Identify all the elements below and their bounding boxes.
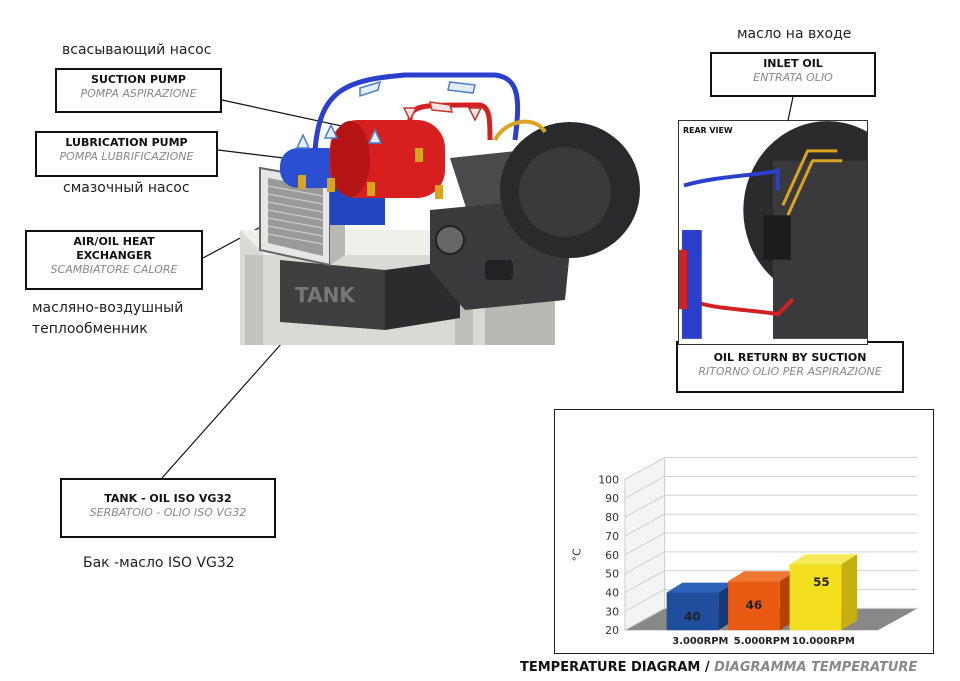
ru-tank-label: Бак -масло ISO VG32 [83,555,235,571]
y-tick-label: 100 [598,473,619,486]
rear-view-title: REAR VIEW [683,126,733,135]
callout-suction-pump-it: POMPA ASPIRAZIONE [80,87,197,100]
gridline [624,513,918,537]
callout-lubrication-pump: LUBRICATION PUMP POMPA LUBRIFICAZIONE [35,131,218,177]
rear-view-inset: REAR VIEW [678,120,868,345]
callout-lubrication-pump-it: POMPA LUBRIFICAZIONE [59,150,194,163]
motor-terminal-box [485,260,513,280]
ru-inlet-oil-label: масло на входе [737,26,852,42]
gridline [624,494,918,518]
bar [789,564,842,631]
bar [728,581,780,631]
gridline [624,457,918,480]
gridline [624,532,918,556]
flow-arrow-icon [295,133,311,149]
brass-pipe [493,119,547,142]
gridline [624,475,918,499]
bar [666,592,719,631]
rear-pump [763,215,791,260]
bar-value-label: 55 [813,575,830,589]
flywheel-center [519,147,611,237]
callout-oil-return-it: RITORNO OLIO PER ASPIRAZIONE [698,365,882,378]
chart-layer: 20 30 40 50 60 70 80 90 100 °C 40 3.000RPM 46 5.000RP… [570,456,918,647]
tank-front [280,260,385,330]
x-tick-label: 5.000RPM [734,636,790,647]
callout-inlet-oil: INLET OIL ENTRATA OLIO [710,52,876,97]
y-tick-label: 70 [605,530,619,543]
tank-stamp: TANK [295,283,356,307]
rear-blue-pipe [683,168,780,191]
callout-suction-pump: SUCTION PUMP POMPA ASPIRAZIONE [55,68,222,113]
base-leg-left [245,255,263,345]
rear-blue-pump [681,230,702,339]
y-tick-label: 90 [605,492,619,505]
y-tick-label: 30 [605,605,619,618]
bar-top [728,571,796,582]
callout-inlet-oil-en: INLET OIL [763,57,823,70]
flow-arrow-icon [367,128,383,144]
bar-top [789,554,858,565]
callout-tank: TANK - OIL ISO VG32 SERBATOIO - OLIO ISO… [60,478,276,538]
callout-heat-exchanger: AIR/OIL HEAT EXCHANGER SCAMBIATORE CALOR… [25,230,203,290]
callout-oil-return: OIL RETURN BY SUCTION RITORNO OLIO PER A… [676,341,904,393]
y-axis-label: °C [570,548,583,561]
rear-red-pump [679,249,687,310]
y-tick-label: 20 [605,624,619,637]
callout-lubrication-pump-en: LUBRICATION PUMP [65,136,188,149]
rear-brass-pipes [781,149,843,216]
heat-exchanger-grille [268,178,323,256]
callout-suction-pump-en: SUCTION PUMP [91,73,186,86]
x-tick-label: 10.000RPM [792,636,855,647]
chart-caption-main: TEMPERATURE DIAGRAM / [520,660,715,675]
machine-illustration: TANK [240,72,640,345]
callout-heat-exchanger-it: SCAMBIATORE CALORE [50,263,178,276]
blue-pipe [312,72,521,151]
gridline [624,551,918,575]
chart-caption-italic: DIAGRAMMA TEMPERATURE [714,660,918,675]
ru-suction-pump-label: всасывающий насос [62,42,212,58]
flow-arrow-icon [359,80,382,98]
suction-pump-end [330,121,370,197]
y-tick-label: 50 [605,568,619,581]
flow-arrow-icon [402,107,418,122]
flow-arrow-icon [428,101,454,113]
y-tick-label: 80 [605,511,619,524]
brass-fittings [298,148,443,199]
ru-heat-exchanger-label-1: масляно-воздушный [32,300,184,316]
ru-lubrication-pump-label: смазочный насос [63,180,190,196]
callout-inlet-oil-it: ENTRATA OLIO [753,71,833,84]
y-tick-label: 40 [605,586,619,599]
callout-heat-exchanger-en-1: AIR/OIL HEAT [73,235,155,248]
bar-value-label: 46 [746,598,763,612]
callout-heat-exchanger-en-2: EXCHANGER [76,249,152,262]
ru-heat-exchanger-label-2: теплообменник [32,321,148,337]
motor-logo-icon [435,225,465,255]
callout-oil-return-en: OIL RETURN BY SUCTION [713,351,867,364]
y-tick-label: 60 [605,549,619,562]
bar-side [841,554,858,631]
callout-tank-en: TANK - OIL ISO VG32 [104,492,232,505]
flow-arrow-icon [447,81,476,94]
flow-arrow-icon [323,123,339,139]
bar-top [666,582,735,593]
flow-arrow-icon [467,107,483,122]
callout-tank-it: SERBATOIO - OLIO ISO VG32 [89,506,247,519]
temperature-chart: 20 30 40 50 60 70 80 90 100 °C 40 3.000RPM 46 5.000RP… [554,409,934,654]
chart-caption: TEMPERATURE DIAGRAM / DIAGRAMMA TEMPERAT… [520,660,917,675]
x-tick-label: 3.000RPM [672,636,728,647]
bar-value-label: 40 [684,609,701,623]
